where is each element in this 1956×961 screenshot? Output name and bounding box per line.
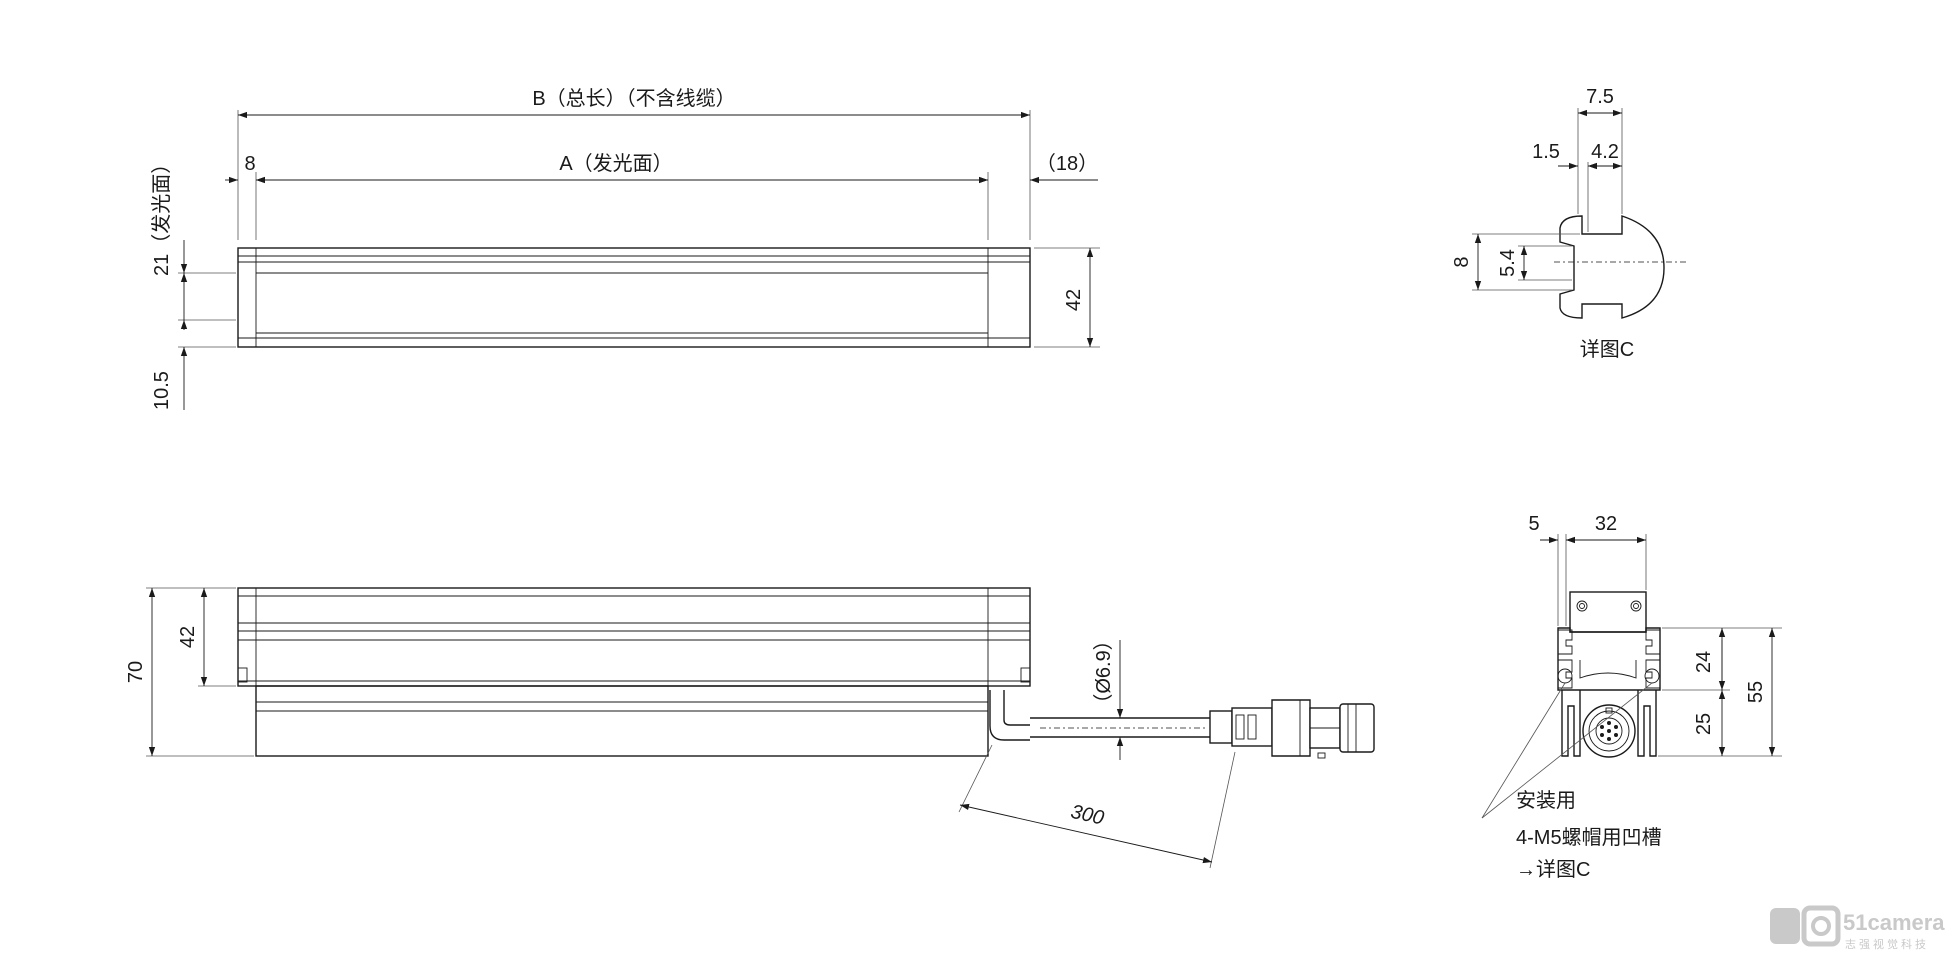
end-offset-label: 5 (1528, 513, 1539, 535)
detail-left-label: 1.5 (1532, 141, 1560, 163)
detail-outer-height-label: 8 (1451, 256, 1473, 267)
side-view-lower-body (255, 685, 989, 757)
mounting-note-line3: →详图C (1516, 858, 1590, 881)
top-view: B（总长）（不含线缆） A（发光面） 8 （18） 21（发光面） 10.5 4… (150, 87, 1100, 410)
camera-logo-icon (1770, 905, 1841, 947)
top-view-body (237, 247, 1031, 348)
mounting-note-line2: 4-M5螺帽用凹槽 (1516, 826, 1662, 849)
right-offset-label: （18） (1036, 152, 1098, 175)
bottom-offset-label: 10.5 (151, 371, 173, 410)
total-length-label: B（总长）（不含线缆） (532, 87, 735, 110)
end-upper-height-label: 24 (1693, 651, 1715, 673)
emitting-length-label: A（发光面） (559, 152, 672, 175)
watermark-brand: 51camera (1843, 910, 1945, 935)
watermark-subtitle: 志强视觉科技 (1845, 937, 1929, 951)
mounting-note-line1: 安装用 (1516, 789, 1576, 812)
end-total-height-label: 55 (1745, 681, 1767, 703)
side-view: 70 42 （Ø6.9） 300 (125, 587, 1375, 869)
end-view: 5 32 24 25 55 安装用 4-M5螺帽用凹槽 →详图C (1481, 513, 1782, 881)
cable-length-label: 300 (1069, 801, 1106, 830)
emitting-height-label: 21（发光面） (150, 154, 173, 276)
detail-c: 7.5 1.5 4.2 8 5.4 详图C (1451, 86, 1686, 361)
detail-inner-height-label: 5.4 (1497, 249, 1519, 277)
watermark: 51camera 志强视觉科技 (1770, 905, 1945, 951)
left-offset-label: 8 (244, 153, 255, 175)
detail-caption: 详图C (1580, 338, 1634, 361)
side-view-body (237, 587, 1031, 687)
total-height-label: 70 (125, 661, 147, 683)
cable-diameter-label: （Ø6.9） (1092, 630, 1115, 713)
end-view-top-plate (1569, 591, 1647, 633)
end-lower-height-label: 25 (1693, 713, 1715, 735)
body-height-label: 42 (177, 626, 199, 648)
end-width-label: 32 (1595, 513, 1617, 535)
detail-width-label: 7.5 (1586, 86, 1614, 108)
detail-right-label: 4.2 (1591, 141, 1619, 163)
top-height-label: 42 (1063, 289, 1085, 311)
